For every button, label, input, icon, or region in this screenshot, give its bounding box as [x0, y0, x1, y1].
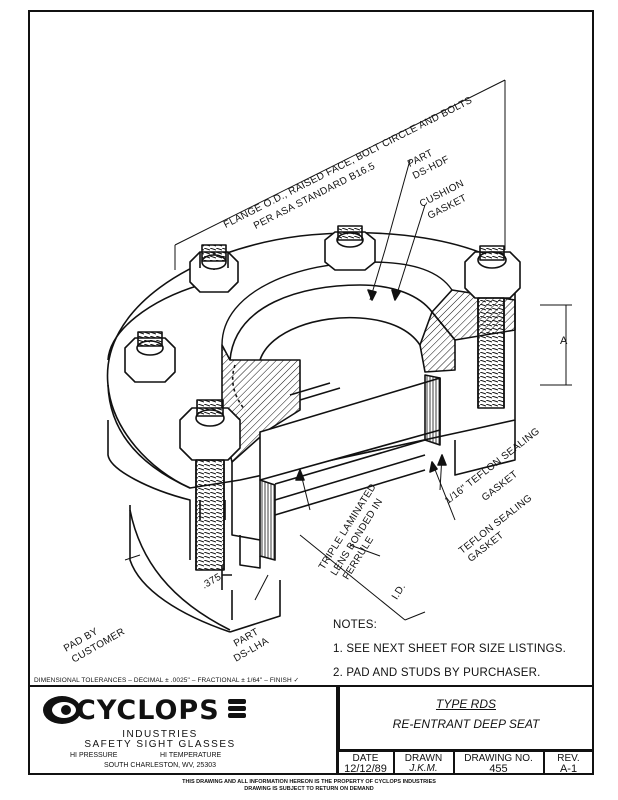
drawing-description: RE-ENTRANT DEEP SEAT	[392, 717, 540, 731]
revision-value: A-1	[559, 763, 578, 775]
note-1: 1. SEE NEXT SHEET FOR SIZE LISTINGS.	[333, 643, 566, 655]
date-label: DATE	[352, 753, 379, 764]
company-block: CYCLOPS INDUSTRIES SAFETY SIGHT GLASSES …	[28, 685, 338, 775]
cyclops-logo	[43, 696, 246, 724]
footer-return-notice: DRAWING IS SUBJECT TO RETURN ON DEMAND	[244, 786, 374, 792]
dimension-a-label: A	[560, 335, 568, 347]
title-box: TYPE RDS RE-ENTRANT DEEP SEAT	[338, 685, 594, 751]
revision-cell: REV. A-1	[544, 751, 594, 775]
drawing-number-value: 455	[489, 763, 508, 775]
company-address: SOUTH CHARLESTON, WV, 25303	[103, 762, 217, 769]
drawing-type: TYPE RDS	[435, 697, 496, 711]
notes-heading: NOTES:	[333, 619, 378, 631]
company-name: CYCLOPS	[76, 695, 220, 726]
drawing-number-label: DRAWING NO.	[464, 753, 533, 764]
drawn-label: DRAWN	[404, 753, 443, 764]
hi-temperature-text: HI TEMPERATURE	[160, 752, 222, 759]
date-value: 12/12/89	[344, 763, 387, 775]
hi-pressure-text: HI PRESSURE	[70, 752, 118, 759]
footer-property-notice: THIS DRAWING AND ALL INFORMATION HEREON …	[182, 779, 436, 785]
revision-label: REV.	[557, 753, 580, 764]
tolerances-text: DIMENSIONAL TOLERANCES – DECIMAL ± .0025…	[34, 677, 300, 684]
notes-section: NOTES: 1. SEE NEXT SHEET FOR SIZE LISTIN…	[333, 618, 566, 690]
company-tagline: SAFETY SIGHT GLASSES	[84, 739, 236, 750]
date-cell: DATE 12/12/89	[338, 751, 394, 775]
note-2: 2. PAD AND STUDS BY PURCHASER.	[333, 667, 541, 679]
company-industries: INDUSTRIES	[122, 729, 198, 740]
drawn-cell: DRAWN J.K.M.	[394, 751, 454, 775]
drawn-value: J.K.M.	[409, 763, 438, 774]
drawing-number-cell: DRAWING NO. 455	[454, 751, 544, 775]
